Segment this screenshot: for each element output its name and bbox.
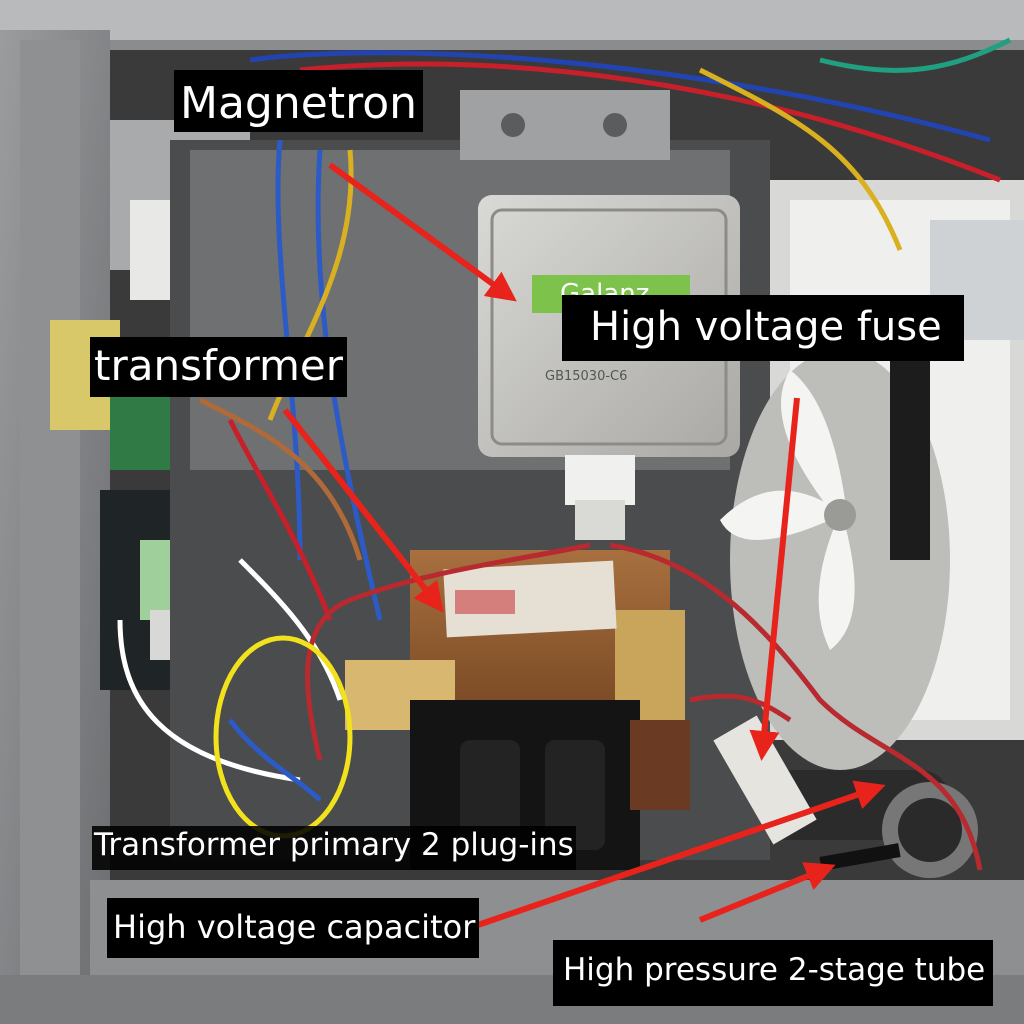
magnetron-bracket bbox=[460, 90, 670, 160]
hv-diode-tube bbox=[819, 843, 901, 871]
arrow-magnetron bbox=[328, 162, 517, 302]
high-voltage-capacitor-label: High voltage capacitor bbox=[107, 898, 480, 958]
high-pressure-tube-label: High pressure 2-stage tube bbox=[553, 940, 994, 1006]
hv-fuse-holder bbox=[713, 715, 817, 845]
magnetron-model-text: GB15030-C6 bbox=[545, 369, 627, 384]
magnetron-label: Magnetron bbox=[174, 70, 423, 132]
arrow-hv-capacitor bbox=[471, 780, 886, 930]
high-voltage-fuse-label: High voltage fuse bbox=[562, 295, 964, 361]
annotation-arrows bbox=[282, 162, 886, 930]
arrow-transformer bbox=[282, 408, 444, 613]
transformer-primary-label: Transformer primary 2 plug-ins bbox=[92, 826, 576, 870]
transformer-label bbox=[443, 560, 617, 638]
transformer-label-text: transformer bbox=[90, 337, 348, 397]
arrow-hp-tube bbox=[698, 862, 836, 923]
arrow-hv-fuse bbox=[749, 397, 800, 761]
